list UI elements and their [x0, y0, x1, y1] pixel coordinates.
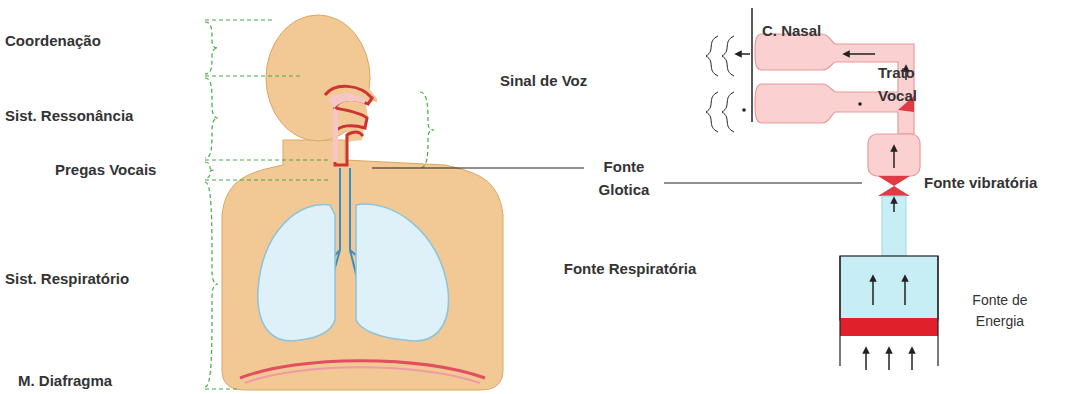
part-label: Fonte Glotica [586, 156, 662, 201]
part-label: C. Nasal [762, 20, 882, 43]
part-label: Sist. Ressonância [5, 105, 200, 128]
part-label: Fonte vibratória [924, 172, 1064, 195]
part-label: Fonte de Energia [972, 290, 1028, 332]
part-label: Sist. Respiratório [5, 268, 200, 291]
vocal-schematic [706, 8, 938, 370]
part-label: Coordenação [5, 30, 195, 53]
leader-line [664, 182, 862, 183]
leader-line [372, 167, 584, 168]
part-label: Pregas Vocais [55, 159, 200, 182]
bracket-lines [205, 20, 434, 389]
human-figure [222, 15, 503, 390]
signal-label: Sinal de Voz [500, 70, 660, 93]
part-label: M. Diafragma [18, 370, 198, 393]
part-label: Fonte Respiratória [560, 258, 700, 281]
part-label: Trato Vocal [878, 62, 936, 107]
